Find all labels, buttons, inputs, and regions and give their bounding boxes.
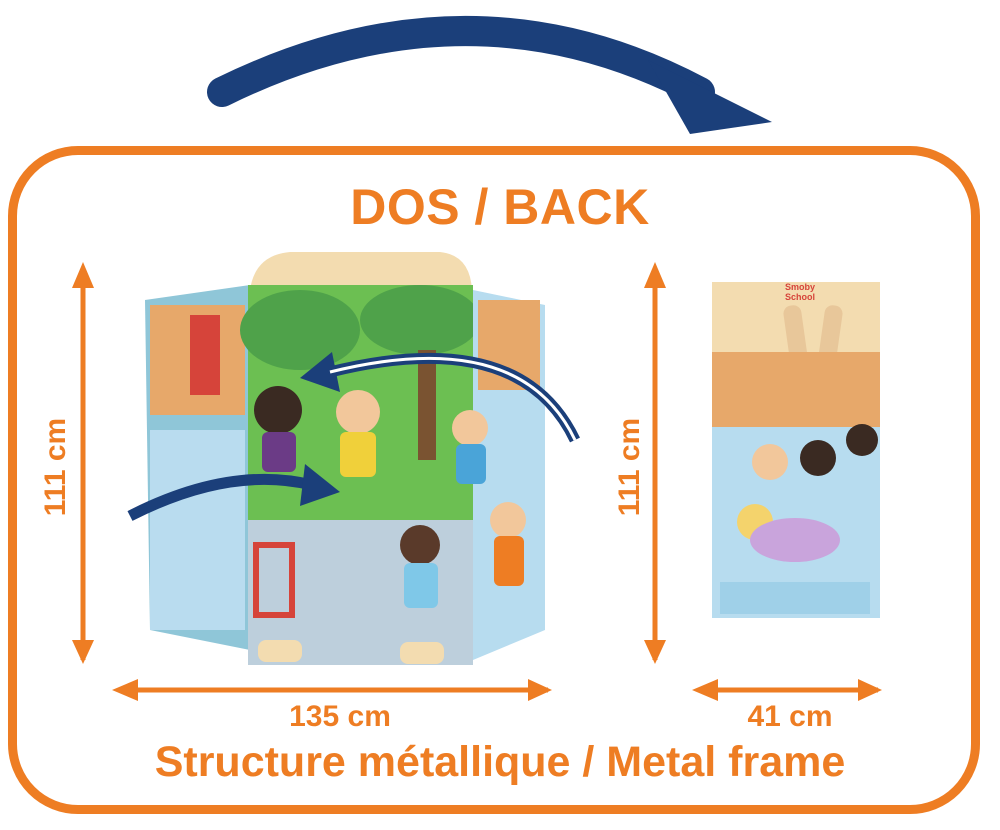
dimension-lines [72,262,882,701]
top-curved-arrow [207,16,772,134]
caption: Structure métallique / Metal frame [154,738,846,786]
playhouse-open [127,252,580,665]
orange-rounded-frame [8,146,980,814]
playhouse-folded [712,282,880,618]
height-label-small: 111 cm [613,417,646,517]
width-label-large: 135 cm [289,700,391,733]
height-label-large: 111 cm [39,417,72,517]
product-logo: Smoby School [784,282,815,302]
title: DOS / BACK [350,179,650,235]
width-label-small: 41 cm [747,700,833,733]
